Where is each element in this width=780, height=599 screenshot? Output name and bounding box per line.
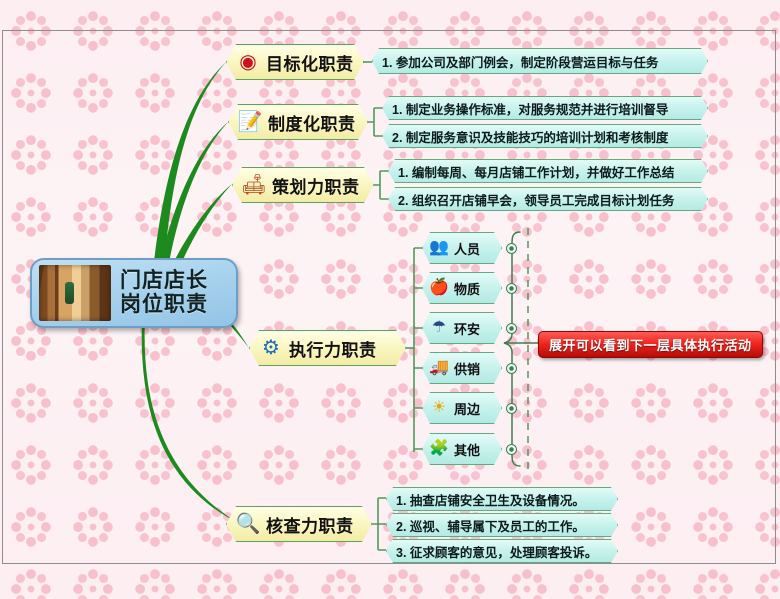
subnode-label: 人员 (454, 241, 481, 257)
leaf-text: 1. 参加公司及部门例会，制定阶段营运目标与任务 (382, 55, 659, 70)
callout-banner: 展开可以看到下一层具体执行活动 (538, 331, 763, 358)
subnode-people[interactable]: 👥 人员 (422, 232, 502, 264)
branch-label-goal: 目标化职责 (266, 54, 354, 74)
expand-toggle-safety[interactable] (506, 323, 517, 334)
magnifier-icon: 🔍 (235, 513, 261, 535)
leaf-text: 2. 巡视、辅导属下及员工的工作。 (396, 519, 585, 534)
subnode-surrounding[interactable]: ☀ 周边 (422, 392, 502, 424)
subnode-label: 物质 (454, 281, 481, 297)
leaf-node[interactable]: 1. 制定业务操作标准，对服务规范并进行培训督导 (382, 96, 708, 120)
truck-icon: 🚚 (429, 359, 449, 376)
subnode-label: 供销 (454, 361, 481, 377)
leaf-node[interactable]: 2. 组织召开店铺早会，领导员工完成目标计划任务 (388, 187, 708, 211)
leaf-text: 2. 组织召开店铺早会，领导员工完成目标计划任务 (398, 193, 675, 208)
expand-toggle-material[interactable] (506, 283, 517, 294)
leaf-text: 1. 编制每周、每月店铺工作计划，并做好工作总结 (398, 165, 675, 180)
target-icon: ◉ (239, 51, 257, 73)
leaf-text: 1. 制定业务操作标准，对服务规范并进行培训督导 (392, 102, 669, 117)
expand-toggle-supply[interactable] (506, 363, 517, 374)
subnode-label: 其他 (454, 442, 481, 458)
branch-label-audit: 核查力职责 (266, 516, 354, 536)
leaf-text: 3. 征求顾客的意见，处理顾客投诉。 (396, 545, 598, 560)
branch-label-planning: 策划力职责 (272, 177, 360, 197)
branch-label-execution: 执行力职责 (289, 340, 377, 360)
callout-text: 展开可以看到下一层具体执行活动 (549, 338, 752, 353)
central-node-line1: 门店店长 (120, 269, 208, 293)
subnode-other[interactable]: 🧩 其他 (422, 433, 502, 465)
branch-node-goal[interactable]: ◉ 目标化职责 (226, 44, 364, 80)
expand-toggle-surrounding[interactable] (506, 403, 517, 414)
meeting-table-icon: 🛋 (241, 174, 267, 196)
branch-node-system[interactable]: 📝 制度化职责 (228, 104, 368, 140)
leaf-node[interactable]: 1. 编制每周、每月店铺工作计划，并做好工作总结 (388, 159, 708, 183)
store-photo (39, 265, 111, 321)
subnode-material[interactable]: 🍎 物质 (422, 272, 502, 304)
leaf-node[interactable]: 2. 巡视、辅导属下及员工的工作。 (386, 513, 618, 537)
subnode-label: 周边 (454, 401, 481, 417)
subnode-safety[interactable]: ☂ 环安 (422, 312, 502, 344)
central-node-label: 门店店长 岗位职责 (120, 269, 208, 316)
subnode-label: 环安 (454, 321, 481, 337)
leaf-node[interactable]: 2. 制定服务意识及技能技巧的培训计划和考核制度 (382, 124, 708, 148)
people-icon: 👥 (429, 239, 449, 256)
leaf-text: 2. 制定服务意识及技能技巧的培训计划和考核制度 (392, 130, 669, 145)
branch-node-execution[interactable]: ⚙ 执行力职责 (249, 330, 406, 366)
expand-toggle-other[interactable] (506, 444, 517, 455)
leaf-node[interactable]: 1. 抽查店铺安全卫生及设备情况。 (386, 487, 618, 511)
leaf-text: 1. 抽查店铺安全卫生及设备情况。 (396, 493, 585, 508)
central-node[interactable]: 门店店长 岗位职责 (30, 258, 238, 328)
subnode-supply[interactable]: 🚚 供销 (422, 352, 502, 384)
branch-node-planning[interactable]: 🛋 策划力职责 (232, 167, 374, 203)
pencil-note-icon: 📝 (237, 111, 263, 133)
umbrella-icon: ☂ (431, 319, 447, 336)
apple-board-icon: 🍎 (429, 279, 449, 296)
branch-label-system: 制度化职责 (268, 114, 356, 134)
puzzle-icon: 🧩 (429, 440, 449, 457)
leaf-node[interactable]: 1. 参加公司及部门例会，制定阶段营运目标与任务 (372, 48, 708, 74)
central-node-line2: 岗位职责 (120, 293, 208, 316)
expand-toggle-people[interactable] (506, 243, 517, 254)
branch-node-audit[interactable]: 🔍 核查力职责 (226, 506, 372, 542)
leaf-node[interactable]: 3. 征求顾客的意见，处理顾客投诉。 (386, 539, 618, 563)
sun-icon: ☀ (431, 399, 447, 416)
gears-icon: ⚙ (262, 337, 280, 359)
